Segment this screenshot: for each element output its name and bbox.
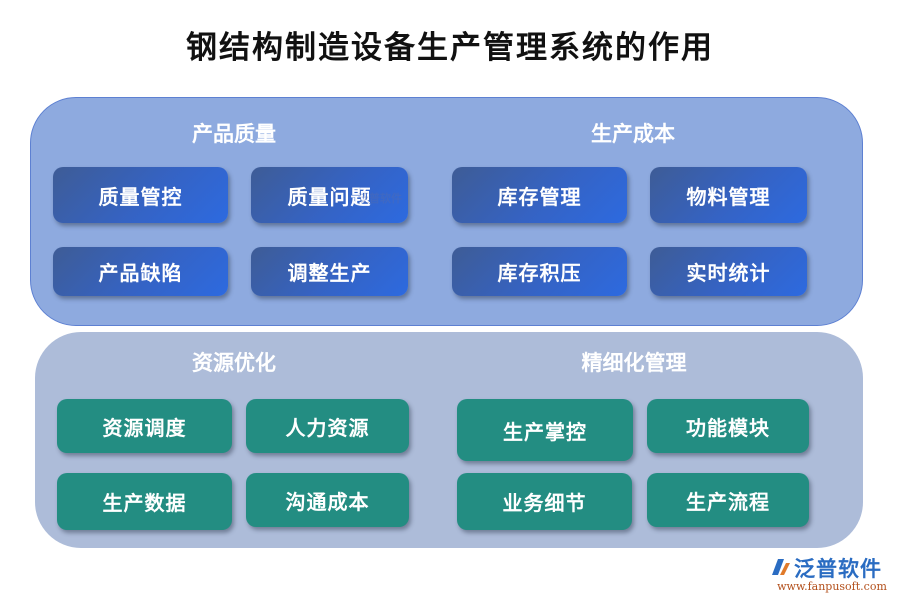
logo-url: www.fanpusoft.com — [777, 580, 887, 593]
group-title-product-quality: 产品质量 — [192, 121, 276, 146]
diagram-title: 钢结构制造设备生产管理系统的作用 — [186, 30, 714, 66]
fanpu-logo-icon — [772, 559, 790, 575]
box-quality-control: 质量管控 — [53, 167, 228, 223]
group-title-refined-management: 精细化管理 — [581, 350, 687, 375]
box-production-control: 生产掌控 — [457, 399, 633, 461]
box-quality-issues: 质量问题 — [251, 167, 408, 223]
box-inventory-backlog: 库存积压 — [452, 247, 627, 296]
box-material-management: 物料管理 — [650, 167, 807, 223]
box-function-modules: 功能模块 — [647, 399, 809, 453]
box-human-resources: 人力资源 — [246, 399, 409, 453]
box-production-process: 生产流程 — [647, 473, 809, 527]
fanpu-logo: 泛普软件 www.fanpusoft.com — [768, 553, 896, 595]
box-product-defects: 产品缺陷 — [53, 247, 228, 296]
box-production-data: 生产数据 — [57, 473, 232, 530]
box-inventory-management: 库存管理 — [452, 167, 627, 223]
watermark-text: 泛普软件 — [358, 192, 402, 205]
group-title-production-cost: 生产成本 — [591, 121, 675, 146]
box-business-details: 业务细节 — [457, 473, 632, 530]
box-realtime-statistics: 实时统计 — [650, 247, 807, 296]
box-resource-scheduling: 资源调度 — [57, 399, 232, 453]
group-title-resource-optimization: 资源优化 — [192, 350, 276, 375]
logo-name: 泛普软件 — [794, 557, 882, 581]
box-communication-cost: 沟通成本 — [246, 473, 409, 527]
box-adjust-production: 调整生产 — [251, 247, 408, 296]
